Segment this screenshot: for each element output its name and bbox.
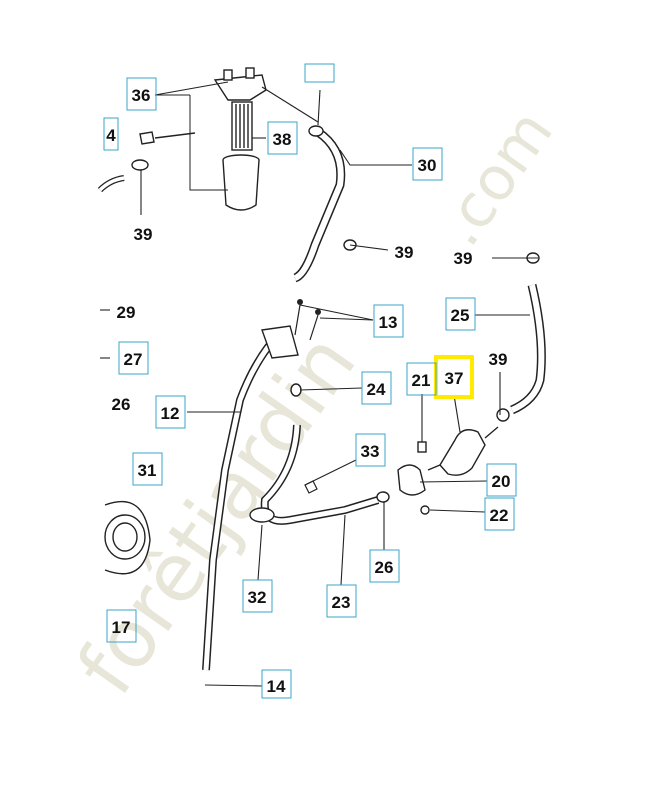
callout-20: 20 bbox=[486, 463, 517, 497]
svg-text:13: 13 bbox=[379, 313, 398, 332]
tank-cap bbox=[104, 500, 151, 575]
callout-12: 12 bbox=[155, 395, 186, 429]
callout-24: 24 bbox=[361, 371, 392, 405]
svg-text:31: 31 bbox=[138, 461, 157, 480]
callout-top-edge bbox=[304, 63, 335, 83]
svg-text:17: 17 bbox=[112, 618, 131, 637]
svg-text:4: 4 bbox=[106, 126, 116, 145]
callout-13: 13 bbox=[373, 304, 404, 338]
watermark-tld: .com bbox=[425, 98, 567, 259]
callout-31: 31 bbox=[132, 452, 163, 486]
callout-32: 32 bbox=[242, 579, 273, 613]
svg-text:30: 30 bbox=[418, 156, 437, 175]
callout-22: 22 bbox=[484, 497, 515, 531]
svg-text:38: 38 bbox=[273, 130, 292, 149]
svg-text:21: 21 bbox=[412, 371, 431, 390]
callout-27: 27 bbox=[118, 341, 149, 375]
callout-33: 33 bbox=[355, 433, 386, 467]
svg-text:32: 32 bbox=[248, 588, 267, 607]
svg-text:27: 27 bbox=[124, 350, 143, 369]
callout-14: 14 bbox=[261, 669, 292, 699]
hose-23 bbox=[249, 424, 390, 525]
hose-25 bbox=[496, 252, 546, 422]
svg-text:14: 14 bbox=[267, 677, 286, 696]
label-39-right: 39 bbox=[454, 249, 473, 268]
label-29: 29 bbox=[117, 303, 136, 322]
hose-30 bbox=[293, 125, 357, 283]
svg-text:37: 37 bbox=[445, 369, 464, 388]
label-39-middle: 39 bbox=[395, 243, 414, 262]
hose-12 bbox=[202, 299, 321, 671]
svg-text:26: 26 bbox=[375, 558, 394, 577]
callout-17: 17 bbox=[106, 609, 137, 643]
svg-text:12: 12 bbox=[161, 404, 180, 423]
callout-38: 38 bbox=[267, 121, 298, 155]
callout-36: 36 bbox=[126, 77, 157, 111]
svg-text:23: 23 bbox=[332, 593, 351, 612]
callout-23: 23 bbox=[326, 584, 357, 618]
callout-21: 21 bbox=[406, 362, 437, 396]
callout-30: 30 bbox=[412, 147, 443, 181]
watermark: forêtjardin .com bbox=[59, 98, 566, 711]
svg-text:36: 36 bbox=[132, 86, 151, 105]
label-39-upper-left: 39 bbox=[134, 225, 153, 244]
callout-26-lower: 26 bbox=[369, 549, 400, 583]
inline-fuel-filter bbox=[397, 426, 499, 515]
svg-text:24: 24 bbox=[367, 380, 386, 399]
fuel-filter-assembly-upper bbox=[97, 67, 267, 211]
label-39-filter: 39 bbox=[489, 350, 508, 369]
svg-text:25: 25 bbox=[451, 306, 470, 325]
svg-text:33: 33 bbox=[361, 442, 380, 461]
svg-text:20: 20 bbox=[492, 472, 511, 491]
callout-25: 25 bbox=[445, 297, 476, 331]
callout-37-highlight: 37 bbox=[434, 355, 474, 399]
leader-lines bbox=[100, 81, 538, 687]
svg-text:22: 22 bbox=[490, 506, 509, 525]
label-26-upper: 26 bbox=[112, 395, 131, 414]
callout-4: 4 bbox=[103, 117, 119, 151]
